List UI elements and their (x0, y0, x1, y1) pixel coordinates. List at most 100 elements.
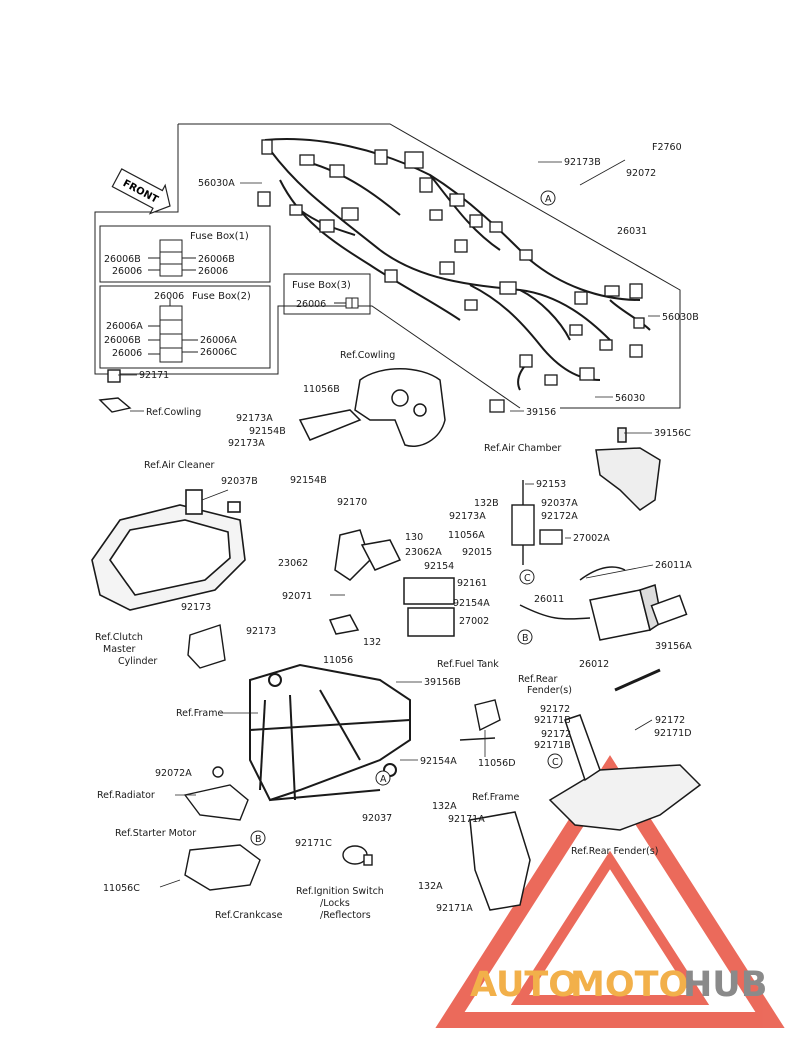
watermark-text: AUTO MOTO HUB (470, 965, 767, 1005)
ref-label: Ref.Frame (176, 708, 223, 719)
ref-label: Ref.Rear (518, 674, 558, 685)
part-label: 27002 (459, 616, 489, 627)
part-label: 92172 (655, 715, 685, 726)
watermark-moto: MOTO (570, 965, 688, 1005)
ref-label: Master (103, 644, 136, 655)
ref-label: Ref.Ignition Switch (296, 886, 384, 897)
part-label: 23062 (278, 558, 308, 569)
part-label: 132A (418, 881, 443, 892)
ref-label: Ref.Rear Fender(s) (571, 846, 658, 857)
air-cleaner (91, 489, 246, 611)
fuse-box-2-title: Fuse Box(2) (192, 291, 251, 302)
part-label: 26011A (655, 560, 692, 571)
fuse-box-1-title: Fuse Box(1) (190, 231, 249, 242)
ref-label: Ref.Crankcase (215, 910, 283, 921)
leader-lines (118, 159, 660, 888)
rear-frame (469, 811, 531, 911)
part-label: 132B (474, 498, 499, 509)
reference-labels: Ref.Cowling Ref.Cowling Ref.Air Chamber … (95, 350, 658, 921)
watermark-triangle-inner (510, 850, 710, 1005)
part-label: 92171D (654, 728, 692, 739)
part-label: 56030A (198, 178, 235, 189)
fuse-box-2-label-b: 26006B (104, 335, 141, 346)
rear-fender (548, 668, 702, 831)
ignition-switch (342, 845, 373, 866)
ref-label: Ref.Radiator (97, 790, 155, 801)
fuse-box-2-label-a: 26006A (106, 321, 143, 332)
fuse-box-2-label-a-right: 26006A (200, 335, 237, 346)
battery-assembly (519, 566, 688, 641)
part-label: 92173 (181, 602, 211, 613)
part-label: 92172 (541, 729, 571, 740)
part-label: 92173A (449, 511, 486, 522)
part-label: 92153 (536, 479, 566, 490)
watermark-triangle-outer (435, 755, 785, 1028)
misc-left-parts (98, 369, 261, 891)
part-label: 92171A (436, 903, 473, 914)
part-label: 26011 (534, 594, 564, 605)
part-label: 92171A (448, 814, 485, 825)
ecu-modules (328, 529, 455, 637)
part-label: 92072A (155, 768, 192, 779)
part-label: 56030B (662, 312, 699, 323)
ref-label: Ref.Cowling (340, 350, 395, 361)
ref-label: Ref.Air Chamber (484, 443, 561, 454)
callout-a-bottom: A (380, 774, 387, 785)
fuel-tank-bracket (459, 699, 501, 741)
main-harness-drawing (264, 138, 651, 391)
part-label: 92072 (626, 168, 656, 179)
ref-label: Cylinder (118, 656, 157, 667)
ref-label: /Locks (320, 898, 350, 909)
fuse-box-3-label: 26006 (296, 299, 326, 310)
part-label: 92171 (139, 370, 169, 381)
frame (249, 663, 411, 802)
part-label: 92037B (221, 476, 258, 487)
part-label: 92154B (249, 426, 286, 437)
watermark-logo (435, 755, 785, 1028)
fuse-box-2: 26006 Fuse Box(2) 26006A 26006B 26006A 2… (99, 285, 271, 369)
part-label: 39156 (526, 407, 556, 418)
part-label: 39156B (424, 677, 461, 688)
part-label: 92172A (541, 511, 578, 522)
relay-area (511, 480, 563, 565)
fuse-box-3: Fuse Box(3) 26006 (283, 273, 371, 315)
fuse-box-2-top-label: 26006 (154, 291, 184, 302)
part-label: 92171C (295, 838, 332, 849)
part-label: 26012 (579, 659, 609, 670)
ref-label: Ref.Air Cleaner (144, 460, 215, 471)
part-label: 92154 (424, 561, 454, 572)
cowling-bracket (298, 368, 446, 447)
callout-b-bottom: B (255, 834, 262, 845)
callout-c-bottom: C (552, 757, 559, 768)
ref-label: Ref.Frame (472, 792, 519, 803)
part-label: 92037A (541, 498, 578, 509)
fuse-box-3-title: Fuse Box(3) (292, 280, 351, 291)
part-label: 92154A (453, 598, 490, 609)
ref-label: Ref.Clutch (95, 632, 143, 643)
part-label: 92172 (540, 704, 570, 715)
part-label: 92071 (282, 591, 312, 602)
callout-b-top: B (522, 633, 529, 644)
part-label: 26031 (617, 226, 647, 237)
part-label: 39156A (655, 641, 692, 652)
part-label: 92015 (462, 547, 492, 558)
fuse-box-1-label-right-top: 26006B (198, 254, 235, 265)
part-label: 92171B (534, 715, 571, 726)
watermark-hub: HUB (683, 965, 767, 1005)
fuse-box-1: Fuse Box(1) 26006B 26006B 26006 26006 (99, 225, 271, 283)
ref-label: Ref.Starter Motor (115, 828, 196, 839)
part-label: 132 (363, 637, 381, 648)
fuse-box-1-label-left-top: 26006B (104, 254, 141, 265)
part-label: 39156C (654, 428, 691, 439)
part-label: 92170 (337, 497, 367, 508)
part-label: 92154B (290, 475, 327, 486)
diagram-code: F2760 (652, 142, 682, 153)
part-label: 92154A (420, 756, 457, 767)
callouts: A A B B C C (250, 190, 563, 846)
part-label: 92173A (228, 438, 265, 449)
watermark-auto: AUTO (470, 965, 578, 1005)
fuse-box-1-label-right-bottom: 26006 (198, 266, 228, 277)
ref-label: Fender(s) (527, 685, 572, 696)
part-label: 23062A (405, 547, 442, 558)
